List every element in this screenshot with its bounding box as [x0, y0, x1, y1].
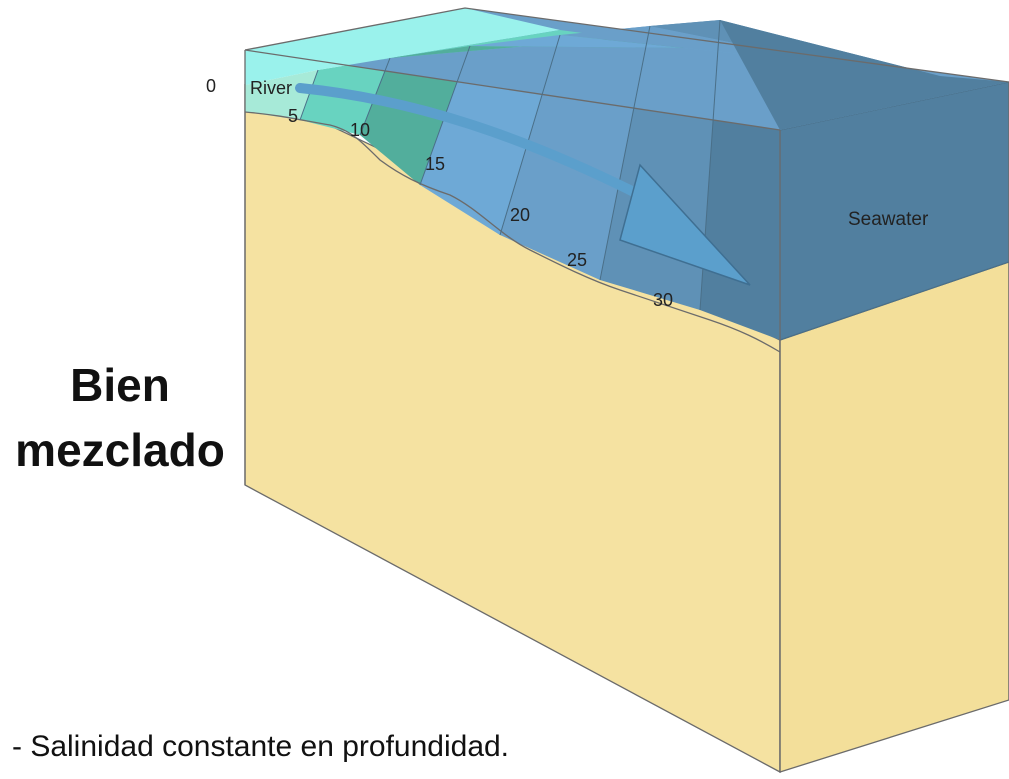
title-line-1: Bien [70, 359, 170, 411]
divider-20 [499, 34, 561, 236]
top-zone-15-20 [470, 35, 780, 58]
salinity-label-0: 0 [206, 76, 216, 96]
water-top-outline [244, 7, 1009, 83]
seawater-label: Seawater [848, 209, 929, 230]
salinity-label-5: 5 [288, 106, 298, 126]
divider-25 [599, 25, 651, 281]
salinity-label-20: 20 [510, 205, 530, 225]
top-zone-30-plus [720, 20, 1009, 130]
sediment-right-face [779, 261, 1009, 773]
salinity-label-25: 25 [567, 250, 587, 270]
salinity-label-10: 10 [350, 120, 370, 140]
flow-arrow-shaft [295, 83, 645, 200]
salinity-label-30: 30 [653, 290, 673, 310]
flow-arrow-head [619, 163, 751, 286]
salinity-label-15: 15 [425, 154, 445, 174]
sediment-water-boundary [244, 111, 781, 353]
water-front-edge [244, 49, 781, 131]
caption: - Salinidad constante en profundidad. [12, 730, 510, 763]
divider-5 [299, 69, 319, 121]
zone-10-15 [360, 46, 470, 185]
top-zone-0-5 [245, 8, 560, 85]
river-label: River [250, 78, 292, 98]
zone-0-5 [245, 70, 318, 120]
title-line-2: mezclado [15, 424, 225, 476]
